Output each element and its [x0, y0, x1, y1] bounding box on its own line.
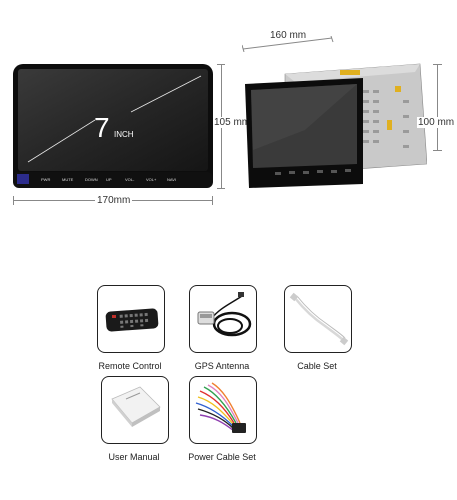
screen-size-number: 7 — [94, 112, 110, 143]
button-up[interactable]: UP — [106, 177, 112, 182]
accessory-cable-set[interactable] — [284, 285, 352, 353]
cable-icon — [289, 292, 349, 346]
side-height-label: 100 mm — [417, 117, 456, 128]
accessory-power-cable-set[interactable] — [189, 376, 257, 444]
side-unit — [245, 60, 428, 200]
accessory-remote-control-label: Remote Control — [98, 361, 162, 371]
accessory-remote-control[interactable] — [97, 285, 165, 353]
side-depth-label: 160 mm — [270, 30, 307, 41]
button-vol-up[interactable]: VOL+ — [146, 177, 157, 182]
accessory-gps-antenna-label: GPS Antenna — [194, 361, 250, 371]
button-down[interactable]: DOWN — [85, 177, 98, 182]
front-unit-graphic — [13, 64, 213, 188]
screen-size-unit: INCH — [114, 130, 134, 139]
accessory-user-manual[interactable] — [101, 376, 169, 444]
button-mute[interactable]: MUTE — [62, 177, 74, 182]
screen-size-label: 7 INCH — [94, 112, 134, 144]
manual-icon — [111, 386, 161, 427]
side-unit-graphic — [245, 63, 428, 188]
front-width-label: 170mm — [95, 195, 133, 206]
button-navi[interactable]: NAVI — [167, 177, 177, 182]
wiring-harness-icon — [195, 382, 246, 433]
front-height-tick-bottom — [217, 188, 225, 189]
accessory-user-manual-label: User Manual — [108, 452, 160, 462]
side-depth-line — [241, 35, 334, 53]
front-height-label: 105 mm — [213, 117, 252, 128]
front-unit: 7 INCH PWR MUTE DOWN UP VOL- VOL+ NAVI — [13, 64, 213, 188]
front-width-tick-right — [212, 196, 213, 205]
side-height-line — [437, 64, 438, 150]
remote-control-icon — [105, 308, 159, 332]
button-pwr[interactable]: PWR — [41, 177, 51, 182]
side-height-tick-bottom — [433, 150, 442, 151]
accessory-cable-set-label: Cable Set — [297, 361, 337, 371]
accessory-gps-antenna[interactable] — [189, 285, 257, 353]
button-vol-down[interactable]: VOL- — [125, 177, 135, 182]
gps-antenna-icon — [197, 292, 252, 337]
accessory-power-cable-set-label: Power Cable Set — [188, 452, 256, 462]
